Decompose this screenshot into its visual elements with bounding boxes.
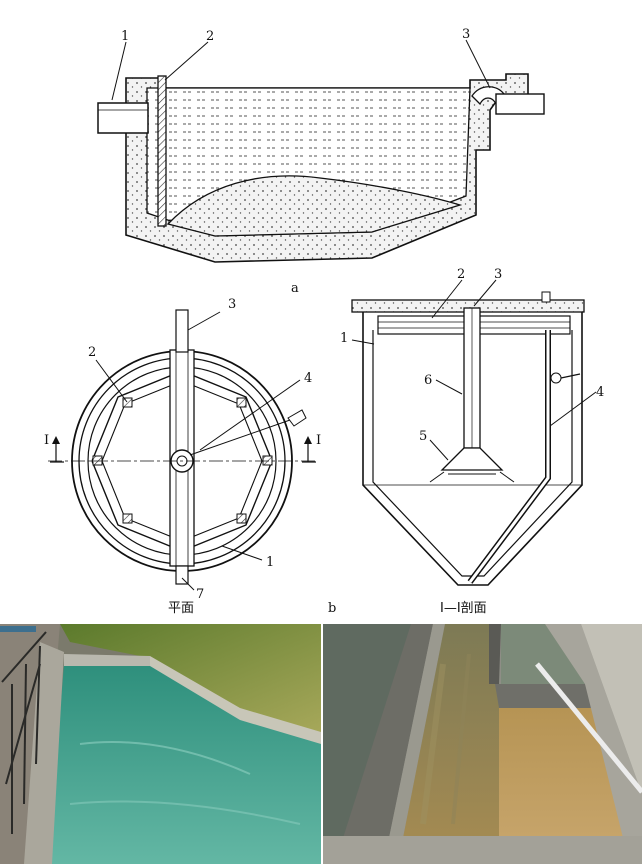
figure-a-caption: a bbox=[291, 281, 299, 296]
plan-inflow-pipe bbox=[175, 309, 189, 353]
section-title: I—I剖面 bbox=[440, 601, 487, 616]
callout-a-1: 1 bbox=[121, 29, 129, 44]
callout-plan-1: 1 bbox=[266, 555, 274, 570]
figure-b-caption: b bbox=[328, 601, 336, 616]
callout-plan-4: 4 bbox=[304, 371, 312, 386]
section-mark-left: I bbox=[44, 433, 49, 448]
diagram-canvas: 1 2 3 a bbox=[44, 27, 604, 616]
callout-plan-2: 2 bbox=[88, 345, 96, 360]
photo-sludge-channel bbox=[323, 624, 642, 864]
photo-white-pipe bbox=[535, 662, 642, 794]
outlet-pipe bbox=[495, 93, 545, 115]
callout-section-3: 3 bbox=[494, 267, 502, 282]
figure-a-tank-section: 1 2 3 a bbox=[97, 27, 545, 296]
section-tank-wall bbox=[362, 312, 583, 586]
baffle-board bbox=[157, 75, 167, 227]
callout-section-4: 4 bbox=[596, 385, 604, 400]
section-mark-right: I bbox=[316, 433, 321, 448]
plan-title: 平面 bbox=[168, 601, 194, 616]
figure-b-section-view: 2 3 1 6 5 4 I—I剖面 bbox=[340, 267, 604, 616]
figure-b-plan-view: I I 3 2 4 1 7 平面 bbox=[44, 297, 321, 616]
callout-section-1: 1 bbox=[340, 331, 348, 346]
callout-a-3: 3 bbox=[462, 27, 470, 42]
callout-section-2: 2 bbox=[457, 267, 465, 282]
diffuser-cone bbox=[440, 447, 504, 471]
photo-sludge-basin bbox=[499, 708, 627, 838]
plan-sludge-outlet bbox=[175, 565, 189, 585]
photo-green-water-tank bbox=[0, 624, 321, 864]
callout-section-5: 5 bbox=[419, 429, 427, 444]
inlet-pipe bbox=[97, 102, 149, 134]
sludge-deposit bbox=[166, 175, 463, 237]
callout-plan-3: 3 bbox=[228, 297, 236, 312]
callout-a-2: 2 bbox=[206, 29, 214, 44]
callout-section-6: 6 bbox=[424, 373, 432, 388]
callout-plan-7: 7 bbox=[196, 587, 204, 602]
